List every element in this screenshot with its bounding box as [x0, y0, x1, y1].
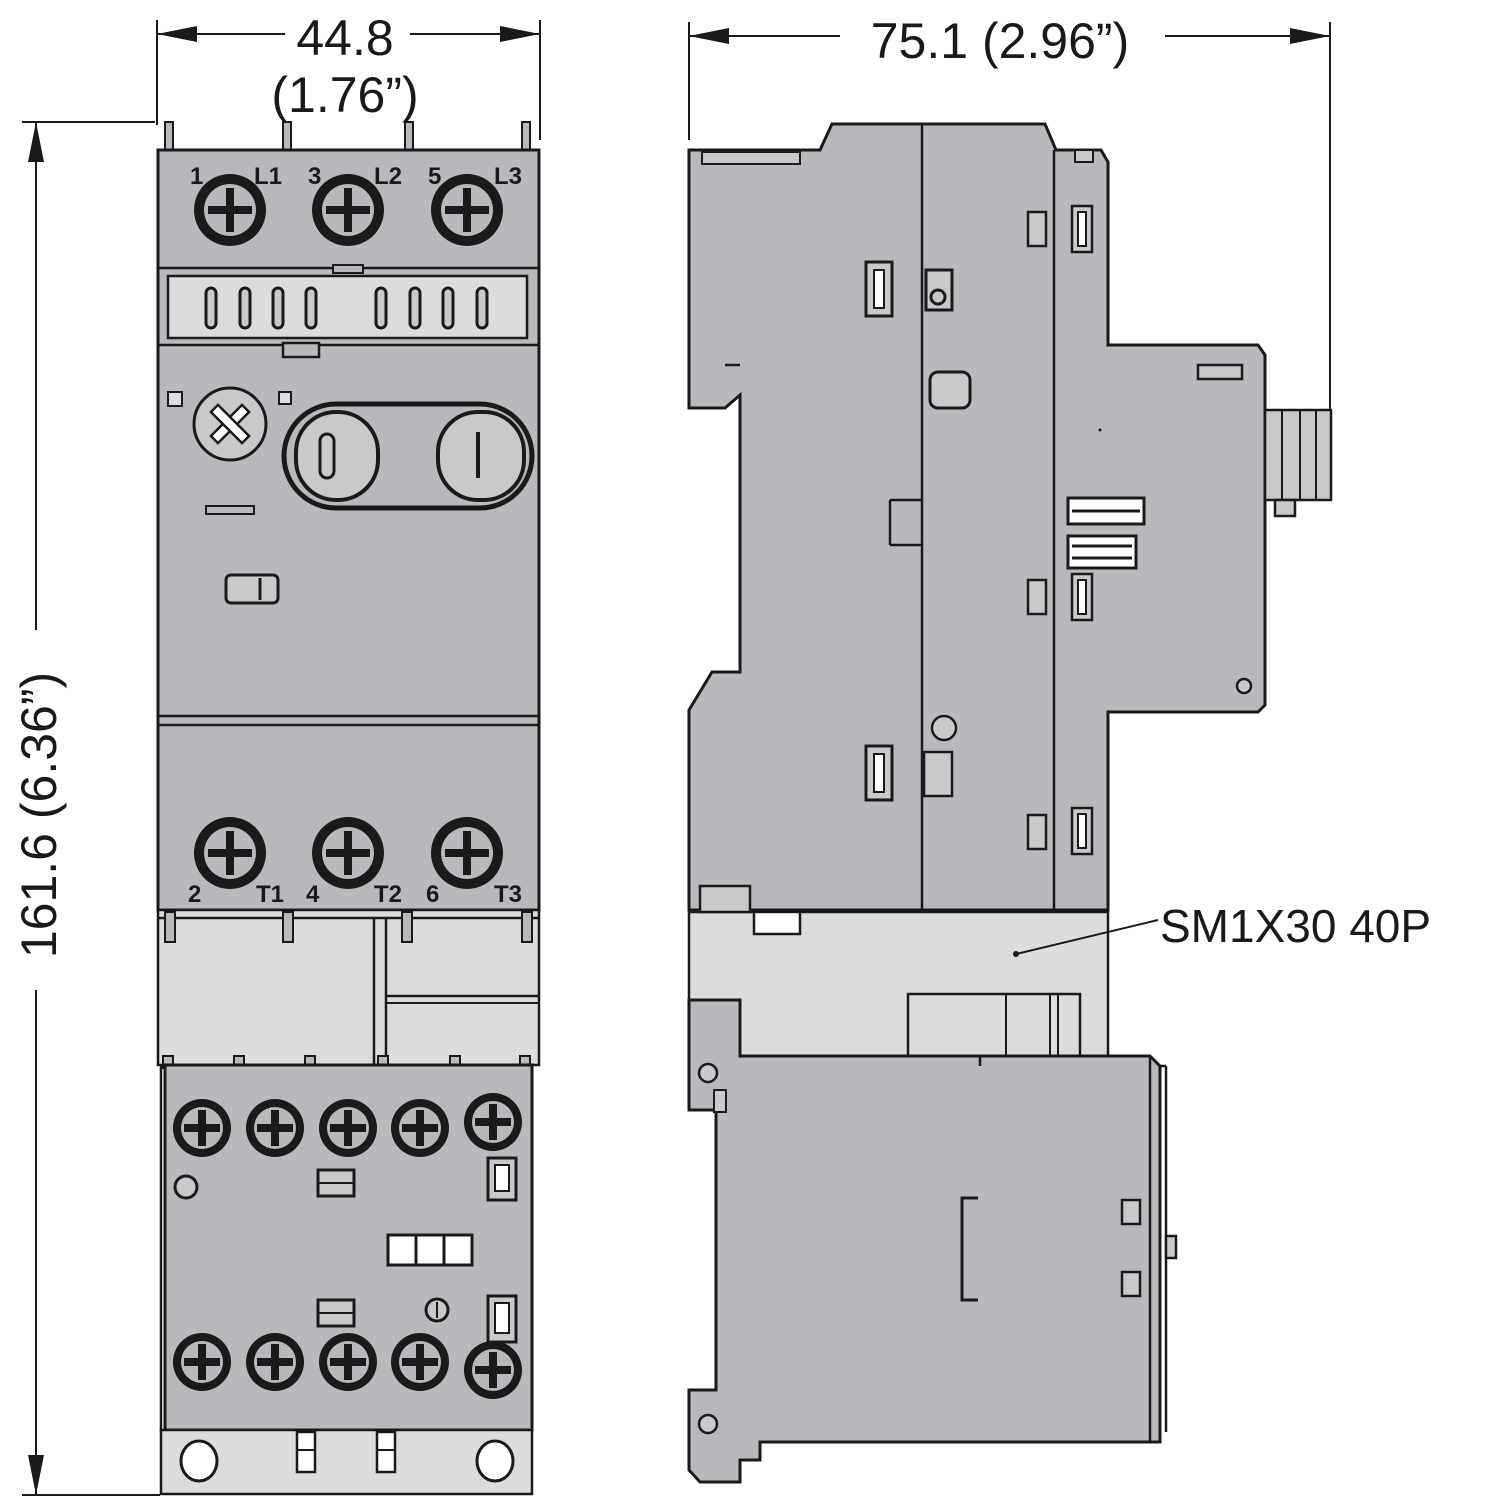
terminal-num-5: 5 — [428, 163, 441, 190]
screw-terminal-icon — [431, 174, 503, 246]
start-button-icon — [436, 410, 526, 502]
screw-terminal-icon — [464, 1093, 522, 1151]
arrow-head-icon — [28, 1455, 44, 1495]
screw-terminal-icon — [319, 1099, 377, 1157]
vent-slots — [204, 286, 489, 330]
screw-terminal-icon — [431, 817, 503, 889]
arrow-head-icon — [500, 26, 540, 42]
terminal-num-3: 3 — [308, 163, 321, 190]
screw-terminal-icon — [312, 174, 384, 246]
screw-terminal-icon — [173, 1333, 231, 1391]
stop-button-icon — [294, 410, 380, 502]
contactor-top-screws — [173, 1093, 522, 1157]
adjust-dial-icon — [192, 386, 268, 462]
callout-label: SM1X30 40P — [1160, 900, 1431, 952]
width-inch-label: (1.76”) — [271, 67, 418, 123]
screw-terminal-icon — [194, 174, 266, 246]
contactor-side-body — [687, 998, 1162, 1484]
arrow-head-icon — [157, 26, 197, 42]
dimension-height: 161.6 (6.36”) — [11, 121, 160, 1496]
terminal-num-1: 1 — [190, 163, 203, 190]
screw-terminal-icon — [319, 1333, 377, 1391]
arrow-head-icon — [1290, 28, 1330, 44]
screw-terminal-icon — [194, 817, 266, 889]
width-mm-label: 44.8 — [296, 10, 393, 66]
link-module — [156, 908, 541, 1067]
contactor-bottom-screws — [173, 1333, 522, 1399]
arrow-head-icon — [28, 122, 44, 162]
screw-terminal-icon — [464, 1341, 522, 1399]
terminal-num-6: 6 — [426, 881, 439, 908]
side-view — [687, 122, 1333, 1484]
screw-terminal-icon — [246, 1333, 304, 1391]
breaker-side-body — [687, 122, 1267, 912]
arrow-head-icon — [689, 28, 729, 44]
screw-terminal-icon — [173, 1099, 231, 1157]
base-plate — [159, 1428, 534, 1496]
screw-terminal-icon — [391, 1099, 449, 1157]
terminal-num-4: 4 — [306, 881, 320, 908]
trip-indicator — [224, 573, 280, 605]
dimension-width: 44.8 (1.76”) — [156, 10, 541, 140]
terminal-phase-L1: L1 — [254, 163, 282, 190]
screw-terminal-icon — [312, 817, 384, 889]
terminal-num-2: 2 — [188, 881, 201, 908]
front-view: 1 L1 3 L2 5 L3 — [156, 121, 541, 1496]
top-pins — [164, 121, 531, 151]
terminal-phase-L2: L2 — [374, 163, 402, 190]
screw-terminal-icon — [391, 1333, 449, 1391]
terminal-phase-T1: T1 — [256, 881, 284, 908]
terminal-phase-L3: L3 — [494, 163, 522, 190]
knob-side — [1263, 408, 1333, 518]
depth-label: 75.1 (2.96”) — [871, 13, 1129, 69]
height-label: 161.6 (6.36”) — [11, 672, 67, 958]
vent-strip — [166, 274, 529, 340]
callout: SM1X30 40P — [1013, 900, 1431, 957]
screw-terminal-icon — [246, 1099, 304, 1157]
terminal-phase-T3: T3 — [494, 881, 522, 908]
terminal-phase-T2: T2 — [374, 881, 402, 908]
dimension-depth: 75.1 (2.96”) — [688, 13, 1331, 410]
aux-contact-window — [386, 1233, 474, 1267]
